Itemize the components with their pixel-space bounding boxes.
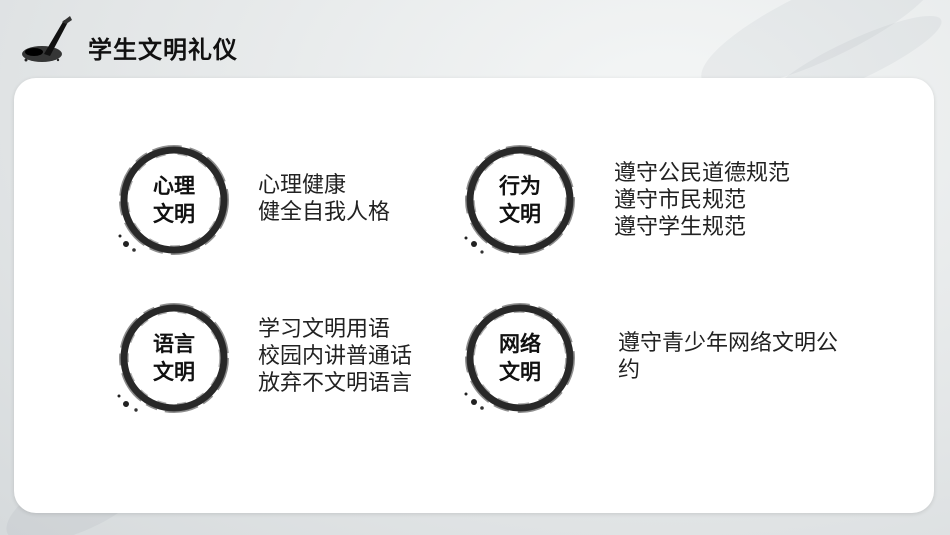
description-line: 遵守市民规范 — [614, 188, 747, 213]
item-description: 遵守公民道德规范 遵守市民规范 遵守学生规范 — [614, 160, 790, 241]
header: 学生文明礼仪 — [18, 14, 318, 74]
item-description: 学习文明用语 校园内讲普通话 放弃不文明语言 — [258, 316, 412, 397]
description-line: 健全自我人格 — [258, 200, 391, 225]
circle-label: 网络 文明 — [460, 298, 580, 418]
description-line: 校园内讲普通话 — [258, 344, 413, 369]
item-language-civility: 语言 文明 学习文明用语 校园内讲普通话 放弃不文明语言 — [114, 298, 494, 428]
circle-label-line2: 文明 — [499, 202, 541, 226]
circle-label-line1: 行为 — [499, 174, 541, 198]
description-line: 遵守学生规范 — [614, 215, 747, 240]
description-line: 放弃不文明语言 — [258, 371, 413, 396]
circle-label-line1: 心理 — [153, 174, 195, 198]
item-psychological-civility: 心理 文明 心理健康 健全自我人格 — [114, 140, 454, 270]
description-line: 学习文明用语 — [258, 317, 391, 342]
description-line: 心理健康 — [258, 173, 347, 198]
circle-label: 心理 文明 — [114, 140, 234, 260]
circle-label-line2: 文明 — [153, 360, 195, 384]
circle-label-line2: 文明 — [153, 202, 195, 226]
ink-circle-icon — [464, 303, 575, 413]
circle-label-line2: 文明 — [499, 360, 541, 384]
circle-label-line1: 语言 — [153, 332, 195, 356]
circle-label-line1: 网络 — [499, 332, 541, 356]
item-behavior-civility: 行为 文明 遵守公民道德规范 遵守市民规范 遵守学生规范 — [460, 140, 880, 270]
item-description: 遵守青少年网络文明公约 — [618, 330, 838, 384]
content-card: 心理 文明 心理健康 健全自我人格 行为 文明 遵守公民道德规范 遵守市民规范 … — [14, 78, 934, 513]
ink-circle-icon — [464, 145, 575, 255]
description-text: 遵守青少年网络文明公约 — [618, 331, 839, 383]
circle-label: 行为 文明 — [460, 140, 580, 260]
item-description: 心理健康 健全自我人格 — [258, 172, 390, 226]
ink-circle-icon — [118, 145, 229, 255]
item-network-civility: 网络 文明 遵守青少年网络文明公约 — [460, 298, 880, 428]
description-line: 遵守公民道德规范 — [614, 161, 791, 186]
circle-label: 语言 文明 — [114, 298, 234, 418]
page-title: 学生文明礼仪 — [88, 36, 238, 64]
ink-circle-icon — [117, 303, 229, 413]
ink-brush-icon — [22, 16, 72, 62]
